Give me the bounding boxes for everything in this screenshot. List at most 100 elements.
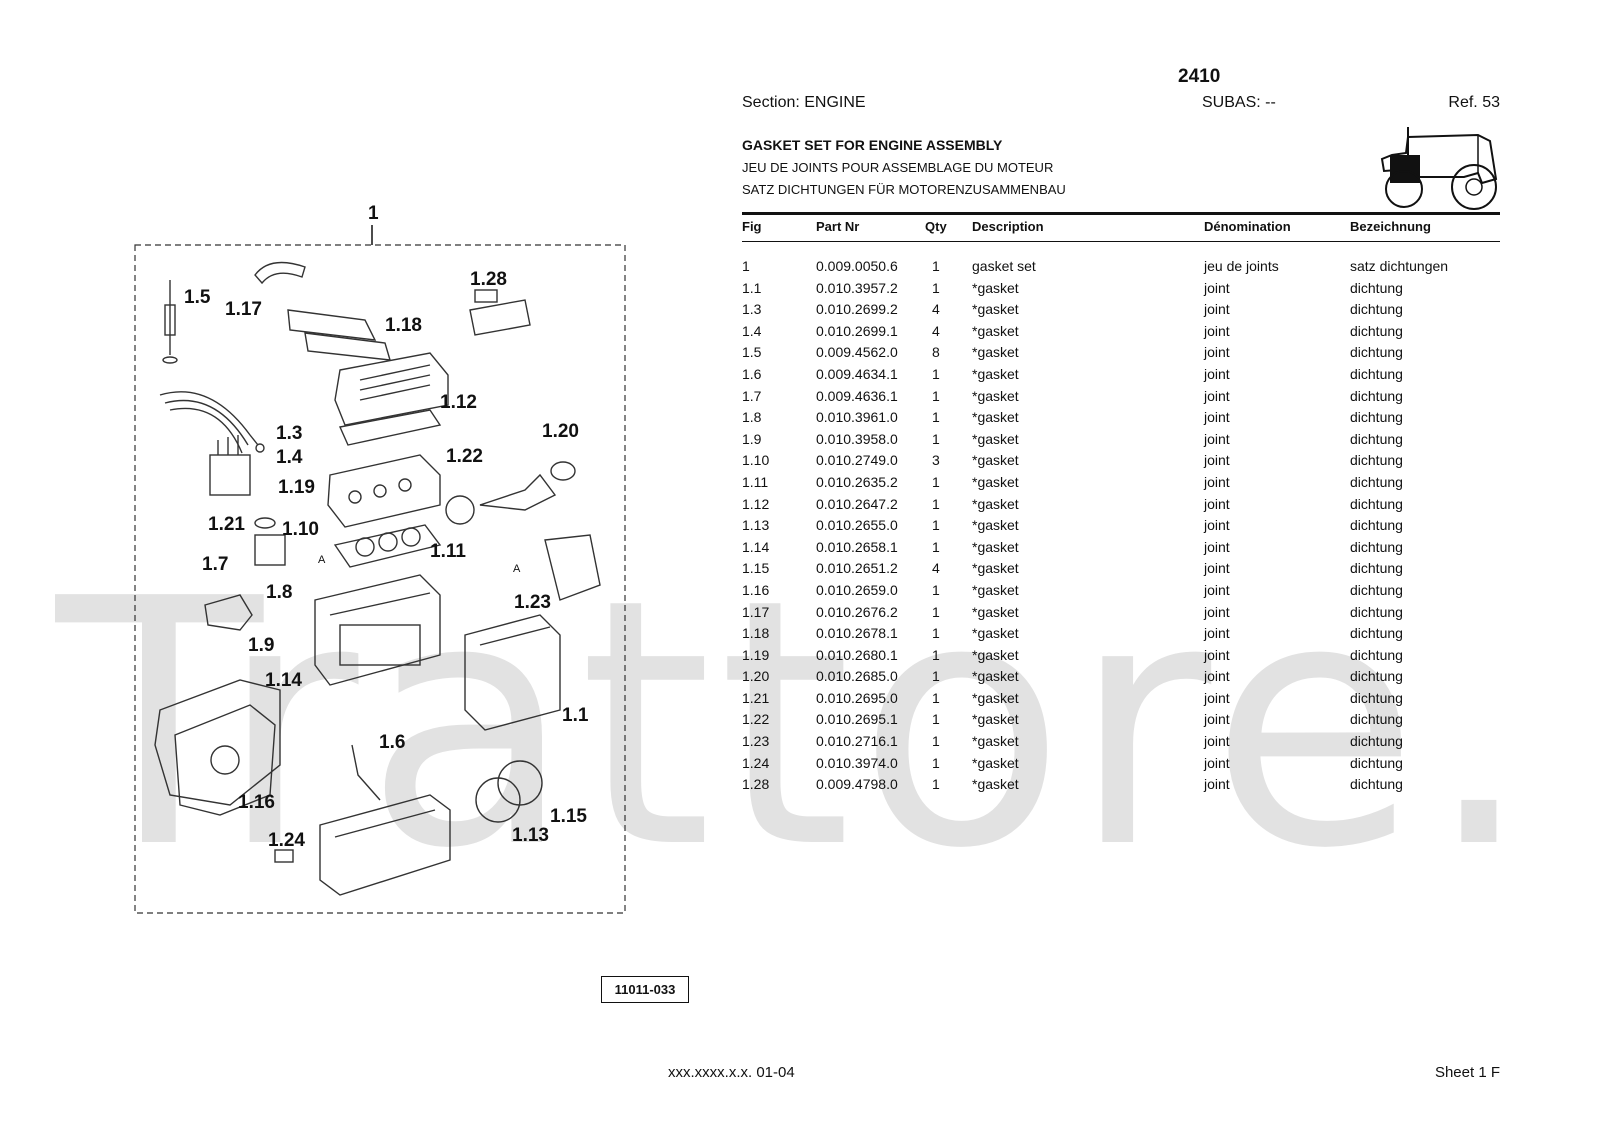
row-bezeichnung: dichtung — [1350, 344, 1403, 361]
row-part-nr: 0.010.2695.0 — [816, 689, 898, 706]
callout-label: 1.20 — [542, 421, 579, 442]
row-bezeichnung: dichtung — [1350, 279, 1403, 296]
callout-label: 1.8 — [266, 582, 292, 603]
row-part-nr: 0.010.2659.0 — [816, 581, 898, 598]
row-part-nr: 0.010.2658.1 — [816, 538, 898, 555]
callout-label: 1.1 — [562, 705, 589, 726]
row-bezeichnung: dichtung — [1350, 365, 1403, 382]
row-fig: 1.5 — [742, 344, 762, 361]
callout-label: 1.21 — [208, 514, 245, 535]
row-denomination: joint — [1204, 560, 1230, 577]
row-part-nr: 0.009.0050.6 — [816, 258, 898, 274]
row-qty: 1 — [932, 279, 940, 296]
row-qty: 1 — [932, 538, 940, 555]
row-description: *gasket — [972, 344, 1019, 361]
row-denomination: joint — [1204, 668, 1230, 685]
row-part-nr: 0.010.3961.0 — [816, 409, 898, 426]
row-bezeichnung: dichtung — [1350, 689, 1403, 706]
row-qty: 4 — [932, 560, 940, 577]
header-description: Description — [972, 219, 1044, 234]
row-part-nr: 0.010.2685.0 — [816, 668, 898, 685]
row-description: *gasket — [972, 452, 1019, 469]
row-bezeichnung: dichtung — [1350, 322, 1403, 339]
title-english: GASKET SET FOR ENGINE ASSEMBLY — [742, 137, 1003, 153]
row-part-nr: 0.010.3957.2 — [816, 279, 898, 296]
callout-label: 1.3 — [276, 423, 302, 444]
row-fig: 1.7 — [742, 387, 762, 404]
row-description: *gasket — [972, 279, 1019, 296]
row-qty: 1 — [932, 473, 940, 490]
row-denomination: joint — [1204, 603, 1230, 620]
row-fig: 1.18 — [742, 625, 770, 642]
row-part-nr: 0.010.2749.0 — [816, 452, 898, 469]
row-denomination: joint — [1204, 365, 1230, 382]
row-bezeichnung: dichtung — [1350, 452, 1403, 469]
row-part-nr: 0.010.3958.0 — [816, 430, 898, 447]
row-description: *gasket — [972, 538, 1019, 555]
row-fig: 1.8 — [742, 409, 762, 426]
callout-label: 1.18 — [385, 315, 422, 336]
row-denomination: joint — [1204, 733, 1230, 750]
model-number: 2410 — [1178, 66, 1221, 87]
row-denomination: joint — [1204, 409, 1230, 426]
title-german: SATZ DICHTUNGEN FÜR MOTORENZUSAMMENBAU — [742, 182, 1066, 197]
row-bezeichnung: dichtung — [1350, 430, 1403, 447]
subas-label: SUBAS: -- — [1202, 94, 1276, 111]
row-bezeichnung: dichtung — [1350, 560, 1403, 577]
row-fig: 1.15 — [742, 560, 770, 577]
row-fig: 1.1 — [742, 279, 762, 296]
row-denomination: joint — [1204, 754, 1230, 771]
section-marker: A — [318, 554, 326, 566]
header-fig: Fig — [742, 219, 762, 234]
callout-label: 1.10 — [282, 519, 319, 540]
row-qty: 1 — [932, 258, 940, 274]
table-header-rule — [742, 241, 1500, 242]
row-qty: 1 — [932, 430, 940, 447]
section-marker: A — [513, 563, 521, 575]
row-fig: 1.17 — [742, 603, 770, 620]
row-fig: 1.28 — [742, 776, 770, 793]
row-part-nr: 0.010.2678.1 — [816, 625, 898, 642]
row-bezeichnung: dichtung — [1350, 646, 1403, 663]
row-description: *gasket — [972, 603, 1019, 620]
row-description: *gasket — [972, 430, 1019, 447]
row-part-nr: 0.009.4634.1 — [816, 365, 898, 382]
row-bezeichnung: dichtung — [1350, 733, 1403, 750]
row-fig: 1.13 — [742, 517, 770, 534]
row-qty: 1 — [932, 711, 940, 728]
row-fig: 1.24 — [742, 754, 770, 771]
row-qty: 4 — [932, 322, 940, 339]
row-fig: 1 — [742, 258, 750, 274]
row-fig: 1.9 — [742, 430, 762, 447]
row-fig: 1.19 — [742, 646, 770, 663]
row-description: *gasket — [972, 495, 1019, 512]
footer-code: xxx.xxxx.x.x. 01-04 — [668, 1064, 795, 1081]
row-description: *gasket — [972, 625, 1019, 642]
row-denomination: joint — [1204, 473, 1230, 490]
row-part-nr: 0.010.2651.2 — [816, 560, 898, 577]
row-denomination: joint — [1204, 430, 1230, 447]
callout-label: 1.9 — [248, 635, 274, 656]
exploded-diagram: 11.51.171.181.281.121.31.41.201.221.191.… — [134, 205, 626, 914]
row-denomination: joint — [1204, 776, 1230, 793]
row-description: *gasket — [972, 517, 1019, 534]
callout-label: 1.14 — [265, 670, 302, 691]
sheet-number: Sheet 1 F — [1434, 1064, 1500, 1081]
callout-label: 1.4 — [276, 447, 303, 468]
row-description: *gasket — [972, 473, 1019, 490]
row-fig: 1.4 — [742, 322, 762, 339]
callout-labels: 11.51.171.181.281.121.31.41.201.221.191.… — [184, 205, 589, 851]
callout-label: 1.12 — [440, 392, 477, 413]
callout-label: 1.16 — [238, 792, 275, 813]
